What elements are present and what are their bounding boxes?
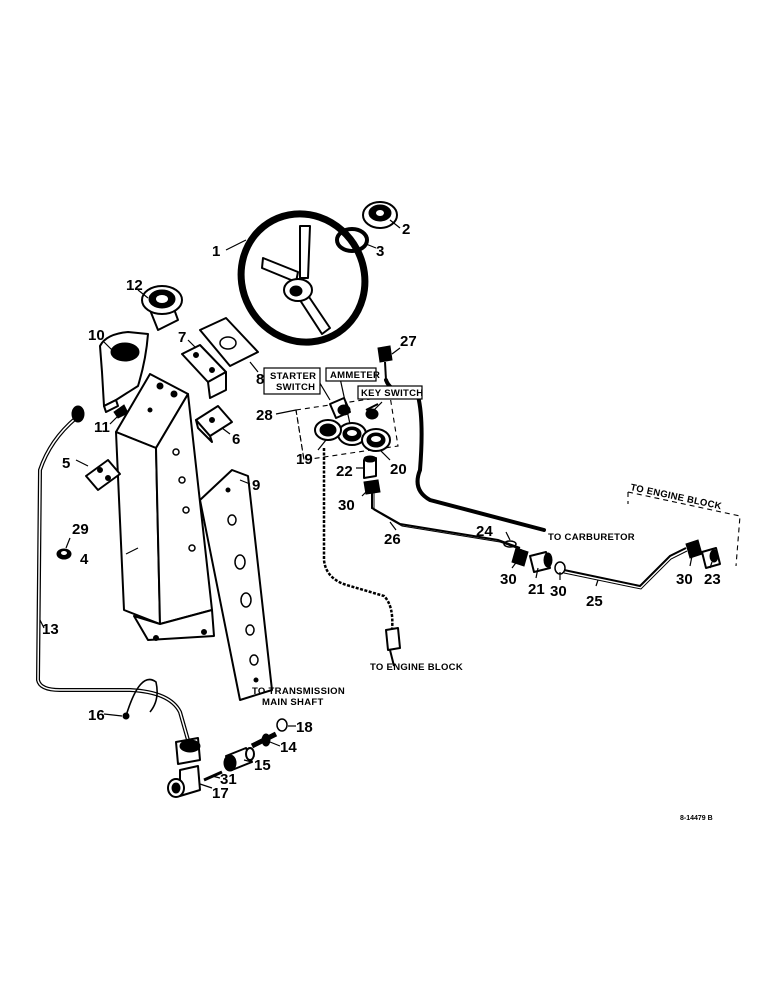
- callout-29: 29: [72, 521, 89, 538]
- instrument-panel: [295, 395, 399, 461]
- callout-23: 23: [704, 571, 721, 588]
- fitting-left: [511, 547, 529, 567]
- callout-1: 1: [212, 243, 220, 260]
- wire-terminal: [503, 540, 517, 548]
- to-engine-block-bottom-label: TO ENGINE BLOCK: [370, 662, 463, 673]
- callout-26: 26: [384, 531, 401, 548]
- gauge-bracket: [99, 331, 149, 413]
- to-engine-block-right-label: TO ENGINE BLOCK: [629, 482, 722, 512]
- gauge-instrument: [141, 285, 183, 331]
- angle-bracket-right: [195, 405, 233, 443]
- part-callouts: 1 2 3 4 5 6 7 8 9 10 11 12 13 14 15 16 1…: [42, 221, 721, 802]
- callout-8: 8: [256, 371, 264, 388]
- callout-4: 4: [80, 551, 89, 568]
- callout-14: 14: [280, 739, 297, 756]
- callout-16: 16: [88, 707, 105, 724]
- callout-19: 19: [296, 451, 313, 468]
- drawing-reference: 8-14479 B: [680, 815, 713, 822]
- callout-9: 9: [252, 477, 260, 494]
- ammeter-label-box: [325, 367, 377, 382]
- steering-wheel: [237, 210, 369, 346]
- carburetor-wire: [384, 378, 546, 532]
- callout-24: 24: [476, 523, 493, 540]
- callout-18: 18: [296, 719, 313, 736]
- oil-gauge: [314, 419, 342, 441]
- callout-13: 13: [42, 621, 59, 638]
- callout-2: 2: [402, 221, 410, 238]
- angle-adapter: [167, 737, 201, 798]
- key-switch: [365, 403, 379, 420]
- ammeter-label: AMMETER: [330, 370, 380, 381]
- callout-20: 20: [390, 461, 407, 478]
- callout-21: 21: [528, 581, 545, 598]
- washer: [276, 718, 288, 732]
- key-switch-label: KEY SWITCH: [361, 388, 423, 399]
- temperature-gauge: [361, 428, 391, 452]
- sending-unit: [377, 345, 393, 381]
- drive-gear: [223, 747, 255, 772]
- callout-30-b: 30: [500, 571, 517, 588]
- callout-22: 22: [336, 463, 353, 480]
- cover-plate: [199, 317, 259, 367]
- callout-7: 7: [178, 329, 186, 346]
- callout-30-d: 30: [676, 571, 693, 588]
- engine-block-outline: [627, 491, 741, 567]
- leader-lines: [39, 219, 713, 789]
- starter-switch-label-line2: SWITCH: [276, 382, 315, 393]
- starter-switch-label-line1: STARTER: [270, 371, 316, 382]
- callout-27: 27: [400, 333, 417, 350]
- drive-shaft: [250, 731, 278, 749]
- grommet: [56, 548, 72, 560]
- callout-6: 6: [232, 431, 240, 448]
- callout-11: 11: [94, 419, 110, 436]
- side-panel: [199, 469, 273, 701]
- callout-17: 17: [212, 785, 229, 802]
- callout-12: 12: [126, 277, 143, 294]
- oil-pipe: [563, 547, 688, 590]
- callout-30-c: 30: [550, 583, 567, 600]
- cable-clip: [122, 678, 158, 720]
- tachometer-cable: [35, 405, 190, 742]
- callout-10: 10: [88, 327, 105, 344]
- steering-wheel-cap: [362, 201, 398, 229]
- temperature-bulb-line: [322, 448, 401, 667]
- connector: [363, 455, 377, 479]
- angle-bracket-left: [85, 459, 121, 491]
- elbow-fitting: [701, 547, 721, 569]
- callout-5: 5: [62, 455, 70, 472]
- support-bracket: [181, 344, 227, 399]
- callout-25: 25: [586, 593, 603, 610]
- cap-ring: [335, 227, 369, 253]
- callout-30-a: 30: [338, 497, 355, 514]
- union-fitting: [529, 551, 553, 573]
- callout-28: 28: [256, 407, 273, 424]
- starter-switch-label-box: [263, 367, 321, 395]
- callout-3: 3: [376, 243, 384, 260]
- to-carburetor-label: TO CARBURETOR: [548, 532, 635, 543]
- column-housing: [115, 373, 215, 641]
- callout-15: 15: [254, 757, 271, 774]
- fitting-right: [685, 539, 703, 559]
- key-switch-label-box: [357, 385, 423, 400]
- callout-31: 31: [220, 771, 237, 788]
- to-transmission-label-line1: TO TRANSMISSION: [252, 686, 345, 697]
- to-transmission-label-line2: MAIN SHAFT: [262, 697, 324, 708]
